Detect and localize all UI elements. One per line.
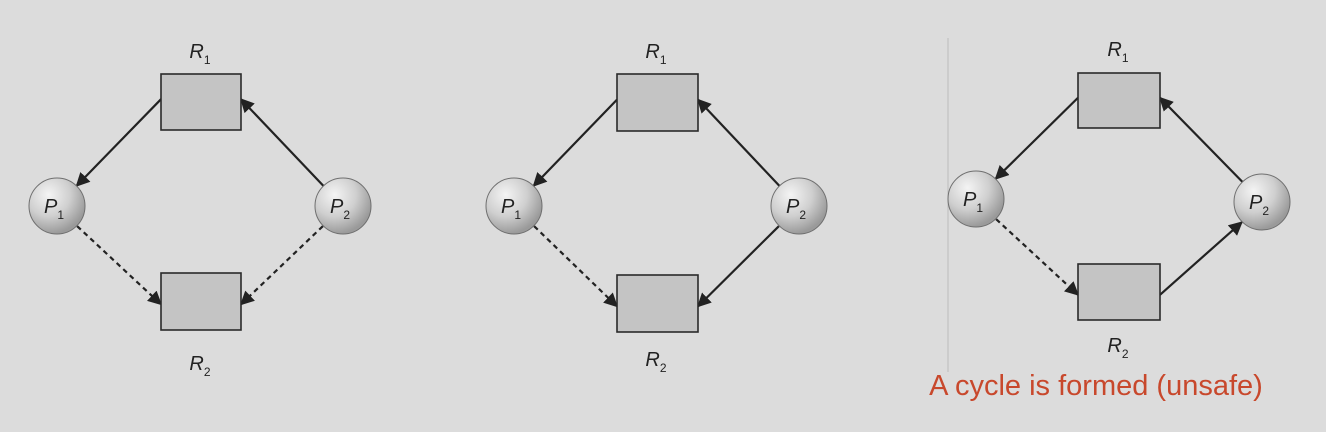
resource-r2-box: [1077, 263, 1161, 321]
claim-edge-process-left-to-resource-bottom: [76, 225, 163, 306]
assignment-edge-resource-top-to-process-left: [75, 98, 162, 187]
process-p2-node: [314, 177, 372, 235]
request-edge-process-right-to-resource-bottom: [697, 225, 780, 308]
process-p1-label: P1: [44, 196, 64, 222]
resource-r2-label: R2: [645, 349, 666, 375]
unsafe-cycle-caption: A cycle is formed (unsafe): [929, 370, 1263, 402]
process-p2-node: [1233, 173, 1291, 231]
resource-r1-box: [1077, 72, 1161, 129]
process-p1-node: [485, 177, 543, 235]
resource-r2-box: [160, 272, 242, 331]
request-edge-process-right-to-resource-top: [240, 98, 325, 187]
assignment-edge-resource-bottom-to-process-right: [1159, 221, 1243, 296]
resource-r1-label: R1: [189, 41, 210, 67]
edges: [75, 98, 325, 306]
resource-r1-box: [160, 73, 242, 131]
process-p2-label: P2: [1249, 192, 1269, 218]
assignment-edge-resource-top-to-process-left: [532, 98, 618, 187]
process-p1-label: P1: [501, 196, 521, 222]
process-p2-label: P2: [330, 196, 350, 222]
process-p1-label: P1: [963, 189, 983, 215]
request-edge-process-right-to-resource-top: [1159, 96, 1244, 183]
process-p2-label: P2: [786, 196, 806, 222]
edges: [994, 96, 1244, 296]
process-p2-node: [770, 177, 828, 235]
process-p1-node: [947, 170, 1005, 228]
claim-edge-process-right-to-resource-bottom: [239, 225, 324, 306]
resource-r2-box: [616, 274, 699, 333]
resource-r2-label: R2: [189, 353, 210, 379]
request-edge-process-right-to-resource-top: [697, 98, 781, 187]
claim-edge-process-left-to-resource-bottom: [995, 218, 1080, 296]
edges: [532, 98, 781, 308]
resource-r1-box: [616, 73, 699, 132]
resource-r1-label: R1: [645, 41, 666, 67]
assignment-edge-resource-top-to-process-left: [994, 96, 1079, 180]
resource-r2-label: R2: [1107, 335, 1128, 361]
resource-r1-label: R1: [1107, 39, 1128, 65]
claim-edge-process-left-to-resource-bottom: [533, 225, 619, 308]
process-p1-node: [28, 177, 86, 235]
